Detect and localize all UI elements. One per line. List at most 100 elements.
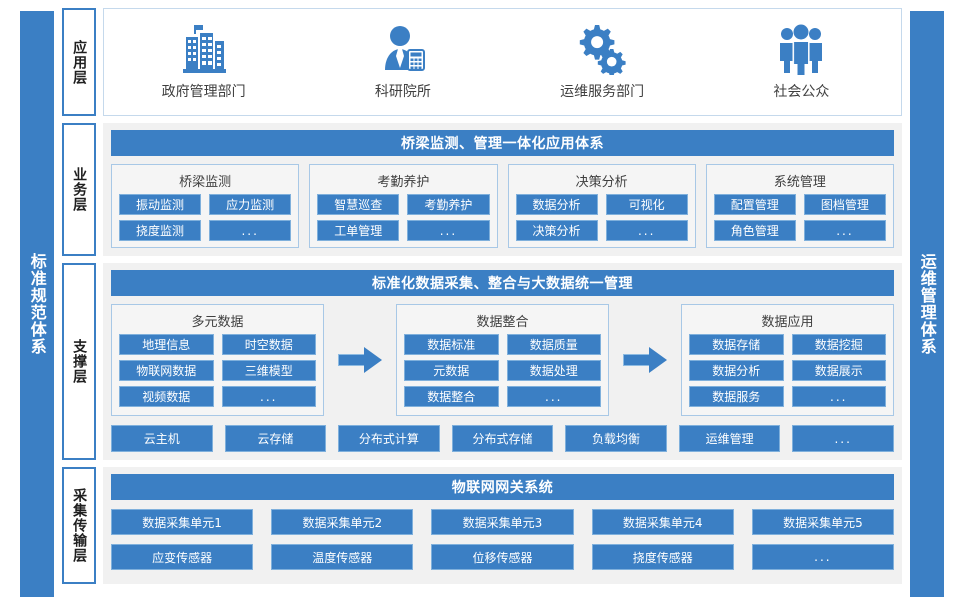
btn-more[interactable]: ...: [209, 220, 292, 241]
btn-data-unit-2[interactable]: 数据采集单元2: [271, 509, 414, 535]
government-building-icon: [180, 23, 228, 75]
btn-distributed-computing[interactable]: 分布式计算: [338, 425, 440, 452]
group-data-application: 数据应用 数据存储 数据挖掘 数据分析 数据展示 数据服务 ...: [681, 304, 894, 416]
btn-attendance-maintenance[interactable]: 考勤养护: [407, 194, 490, 215]
btn-geographic-information[interactable]: 地理信息: [119, 334, 214, 355]
layer-tag-business-label: 业务层: [71, 167, 88, 212]
layer-tag-collection-label: 采集传输层: [71, 488, 88, 563]
btn-data-service[interactable]: 数据服务: [689, 386, 784, 407]
business-banner: 桥梁监测、管理一体化应用体系: [111, 130, 894, 156]
btn-cloud-host[interactable]: 云主机: [111, 425, 213, 452]
btn-more[interactable]: ...: [221, 386, 316, 407]
layer-tag-application-label: 应用层: [71, 39, 88, 85]
app-item-public[interactable]: 社会公众: [702, 23, 901, 101]
btn-data-unit-1[interactable]: 数据采集单元1: [111, 509, 254, 535]
sidebar-operations-system: 运维管理体系: [910, 11, 944, 597]
layer-tag-collection: 采集传输层: [62, 467, 96, 584]
group-title: 桥梁监测: [179, 175, 232, 190]
collection-panel: 物联网网关系统 数据采集单元1 数据采集单元2 数据采集单元3 数据采集单元4 …: [103, 467, 902, 584]
app-item-label: 运维服务部门: [560, 84, 645, 100]
btn-strain-sensor[interactable]: 应变传感器: [111, 544, 254, 570]
app-item-label: 政府管理部门: [161, 84, 246, 100]
btn-more[interactable]: ...: [792, 425, 894, 452]
arrow-cell-1: [324, 304, 396, 416]
collection-grid: 数据采集单元1 数据采集单元2 数据采集单元3 数据采集单元4 数据采集单元5 …: [111, 509, 894, 576]
btn-data-quality[interactable]: 数据质量: [506, 334, 601, 355]
btn-cloud-storage[interactable]: 云存储: [224, 425, 327, 452]
support-body: 标准化数据采集、整合与大数据统一管理 多元数据 地理信息 时空数据 物联网数据 …: [103, 263, 902, 460]
application-panel: 政府管理部门: [103, 8, 902, 116]
btn-vibration-monitoring[interactable]: 振动监测: [119, 194, 202, 215]
group-title: 数据应用: [761, 315, 814, 330]
group-title: 决策分析: [575, 175, 628, 190]
btn-video-data[interactable]: 视频数据: [119, 386, 214, 407]
btn-data-analysis[interactable]: 数据分析: [515, 194, 598, 215]
app-item-research[interactable]: 科研院所: [303, 23, 502, 101]
researcher-person-icon: [379, 23, 427, 75]
layer-support: 支撑层 标准化数据采集、整合与大数据统一管理 多元数据 地理信息 时空数据 物联…: [62, 263, 902, 460]
group-items: 数据标准 数据质量 元数据 数据处理 数据整合 ...: [404, 334, 601, 408]
layer-tag-support: 支撑层: [62, 263, 96, 460]
btn-more[interactable]: ...: [506, 386, 601, 407]
btn-data-unit-5[interactable]: 数据采集单元5: [751, 509, 894, 535]
btn-more[interactable]: ...: [791, 386, 886, 407]
layer-business: 业务层 桥梁监测、管理一体化应用体系 桥梁监测 振动监测 应力监测 挠度监测 .…: [62, 123, 902, 256]
group-items: 地理信息 时空数据 物联网数据 三维模型 视频数据 ...: [119, 334, 316, 408]
btn-distributed-storage[interactable]: 分布式存储: [451, 425, 554, 452]
btn-document-management[interactable]: 图档管理: [803, 194, 886, 215]
btn-decision-analysis[interactable]: 决策分析: [515, 220, 598, 241]
btn-deflection-sensor[interactable]: 挠度传感器: [591, 544, 734, 570]
btn-data-unit-4[interactable]: 数据采集单元4: [591, 509, 734, 535]
btn-3d-model[interactable]: 三维模型: [221, 360, 316, 381]
btn-displacement-sensor[interactable]: 位移传感器: [431, 544, 574, 570]
sidebar-standard-system: 标准规范体系: [20, 11, 54, 597]
support-panel: 标准化数据采集、整合与大数据统一管理 多元数据 地理信息 时空数据 物联网数据 …: [103, 263, 902, 460]
btn-data-unit-3[interactable]: 数据采集单元3: [431, 509, 574, 535]
btn-data-analysis[interactable]: 数据分析: [689, 360, 784, 381]
group-data-integration: 数据整合 数据标准 数据质量 元数据 数据处理 数据整合 ...: [396, 304, 609, 416]
btn-more[interactable]: ...: [605, 220, 688, 241]
btn-stress-monitoring[interactable]: 应力监测: [209, 194, 292, 215]
btn-role-management[interactable]: 角色管理: [713, 220, 796, 241]
btn-deflection-monitoring[interactable]: 挠度监测: [119, 220, 202, 241]
btn-temperature-sensor[interactable]: 温度传感器: [271, 544, 414, 570]
btn-config-management[interactable]: 配置管理: [713, 194, 796, 215]
group-title: 系统管理: [773, 175, 826, 190]
btn-operations-management[interactable]: 运维管理: [678, 425, 781, 452]
app-item-operations[interactable]: 运维服务部门: [503, 23, 702, 101]
btn-metadata[interactable]: 元数据: [404, 360, 499, 381]
application-items: 政府管理部门: [104, 9, 901, 115]
btn-load-balancing[interactable]: 负载均衡: [565, 425, 667, 452]
btn-spatiotemporal-data[interactable]: 时空数据: [221, 334, 316, 355]
btn-data-display[interactable]: 数据展示: [791, 360, 886, 381]
layer-collection: 采集传输层 物联网网关系统 数据采集单元1 数据采集单元2 数据采集单元3 数据…: [62, 467, 902, 584]
btn-data-storage[interactable]: 数据存储: [689, 334, 784, 355]
infrastructure-row: 云主机 云存储 分布式计算 分布式存储 负载均衡 运维管理 ...: [111, 425, 894, 452]
btn-more[interactable]: ...: [407, 220, 490, 241]
btn-more[interactable]: ...: [803, 220, 886, 241]
group-bridge-monitoring: 桥梁监测 振动监测 应力监测 挠度监测 ...: [111, 164, 300, 248]
btn-data-integration[interactable]: 数据整合: [404, 386, 499, 407]
btn-iot-data[interactable]: 物联网数据: [119, 360, 214, 381]
business-panel: 桥梁监测、管理一体化应用体系 桥梁监测 振动监测 应力监测 挠度监测 ...: [103, 123, 902, 256]
people-group-icon: [775, 23, 827, 75]
btn-work-order-management[interactable]: 工单管理: [317, 220, 400, 241]
group-decision-analysis: 决策分析 数据分析 可视化 决策分析 ...: [507, 164, 696, 248]
layers-column: 应用层: [62, 8, 902, 601]
btn-smart-inspection[interactable]: 智慧巡查: [317, 194, 400, 215]
btn-data-processing[interactable]: 数据处理: [506, 360, 601, 381]
group-title: 数据整合: [476, 315, 529, 330]
btn-visualization[interactable]: 可视化: [605, 194, 688, 215]
support-groups: 多元数据 地理信息 时空数据 物联网数据 三维模型 视频数据 ...: [111, 304, 894, 416]
group-multi-source-data: 多元数据 地理信息 时空数据 物联网数据 三维模型 视频数据 ...: [111, 304, 324, 416]
sidebar-right-label: 运维管理体系: [917, 253, 937, 355]
app-item-government[interactable]: 政府管理部门: [104, 23, 303, 101]
business-body: 桥梁监测、管理一体化应用体系 桥梁监测 振动监测 应力监测 挠度监测 ...: [103, 123, 902, 256]
btn-data-mining[interactable]: 数据挖掘: [791, 334, 886, 355]
btn-more[interactable]: ...: [751, 544, 894, 570]
gears-icon: [576, 23, 628, 75]
sidebar-left-label: 标准规范体系: [27, 253, 47, 355]
group-items: 数据存储 数据挖掘 数据分析 数据展示 数据服务 ...: [689, 334, 886, 408]
btn-data-standard[interactable]: 数据标准: [404, 334, 499, 355]
